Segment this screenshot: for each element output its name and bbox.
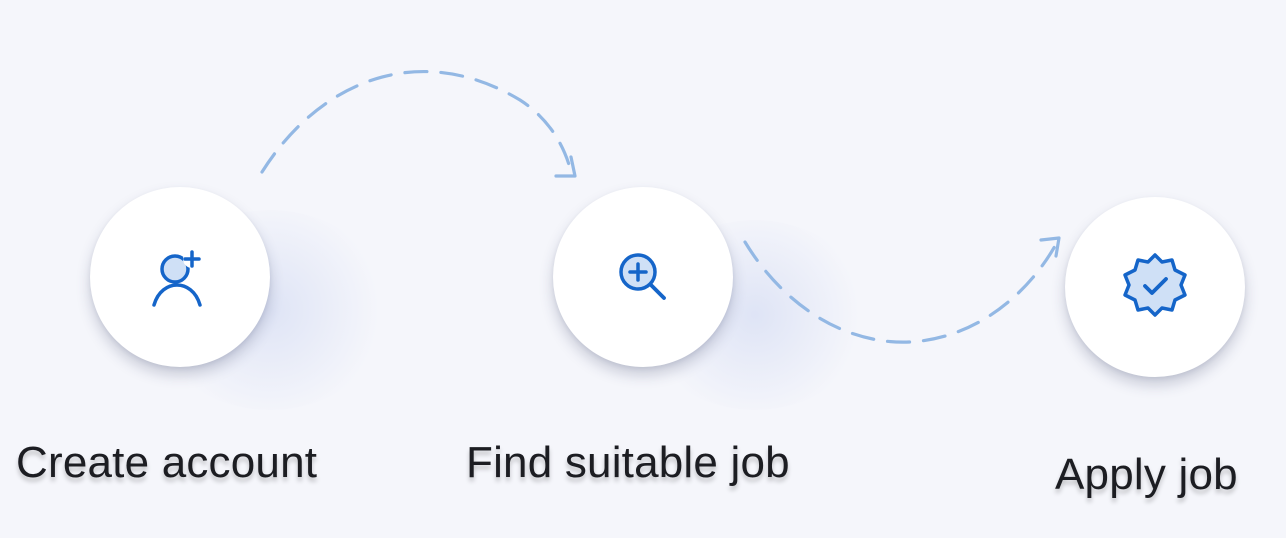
arrowhead-1 <box>554 155 577 178</box>
step-label-create-account: Create account <box>16 438 318 487</box>
arrowhead-2 <box>1039 236 1061 258</box>
connector-arrow-2 <box>743 240 1057 344</box>
step-find-job <box>553 187 733 367</box>
step-label-apply-job: Apply job <box>1055 450 1238 499</box>
step-create-account <box>90 187 270 367</box>
user-plus-icon <box>152 250 202 307</box>
step-label-find-job: Find suitable job <box>466 438 790 487</box>
search-plus-icon <box>619 253 666 300</box>
step-apply-job <box>1065 197 1245 377</box>
connector-arrow-1 <box>260 69 572 174</box>
verified-badge-icon <box>1123 253 1187 317</box>
